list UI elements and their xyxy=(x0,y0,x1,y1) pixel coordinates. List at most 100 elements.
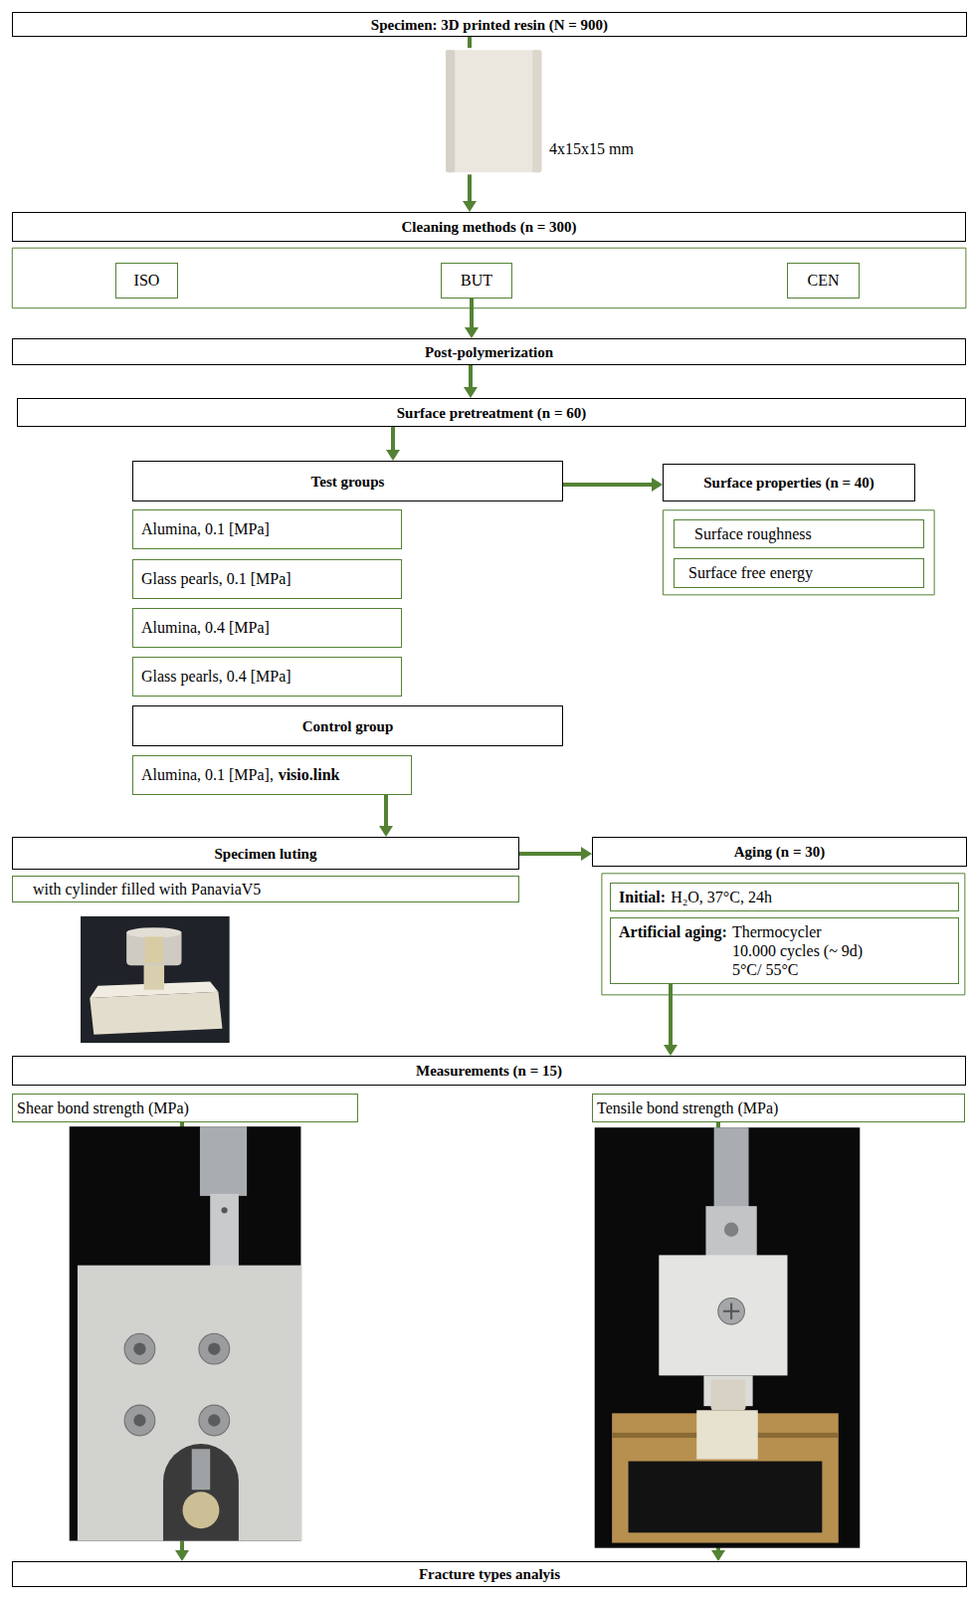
arrow-shaft xyxy=(468,365,473,388)
condition-box: Initial:H₂O, 37°C, 24h xyxy=(609,882,960,912)
flow-arrow xyxy=(519,846,592,861)
jig-window xyxy=(163,1443,239,1541)
load-rod xyxy=(714,1127,750,1209)
header-box: Control group xyxy=(132,705,564,747)
step-box: Surface roughness xyxy=(673,519,925,549)
step-box: Surface free energy xyxy=(673,558,925,588)
screw-head xyxy=(207,1413,220,1426)
bonded-specimen xyxy=(696,1409,759,1459)
box-text: Aging (n = 30) xyxy=(734,842,825,861)
screw-slot xyxy=(730,1303,733,1320)
blade-hole xyxy=(220,1206,227,1213)
step-box: Alumina, 0.4 [MPa] xyxy=(132,607,402,648)
box-text: Measurements (n = 15) xyxy=(415,1061,563,1080)
specimen-block xyxy=(445,49,542,173)
step-box: Alumina, 0.1 [MPa],visio.link xyxy=(132,755,412,795)
arrow-head xyxy=(463,387,478,398)
screw xyxy=(124,1404,156,1436)
specimen-shade xyxy=(445,49,455,173)
arrow-head xyxy=(175,1550,190,1561)
arrow-shaft xyxy=(668,983,673,1046)
arrow-shaft xyxy=(390,426,395,451)
box-text: Glass pearls, 0.1 [MPa] xyxy=(141,569,292,588)
tensile-jig xyxy=(658,1254,787,1375)
screw xyxy=(124,1333,156,1364)
box-text: Surface pretreatment (n = 60) xyxy=(396,403,586,422)
header-box: Specimen: 3D printed resin (N = 900) xyxy=(11,11,968,37)
box-text: CEN xyxy=(807,270,840,290)
pivot-block xyxy=(705,1205,757,1257)
luting-photo xyxy=(80,916,230,1043)
screw-head xyxy=(207,1343,220,1356)
box-text: Control group xyxy=(302,717,394,736)
tensile-photo xyxy=(594,1127,861,1549)
box-text: Surface properties (n = 40) xyxy=(703,473,875,492)
box-text: 5°C/ 55°C xyxy=(732,960,863,979)
screw xyxy=(198,1404,230,1436)
group-band xyxy=(601,873,966,995)
step-box: with cylinder filled with PanaviaV5 xyxy=(11,875,520,903)
box-text: Surface roughness xyxy=(694,524,812,544)
step-box: Glass pearls, 0.4 [MPa] xyxy=(132,656,402,697)
header-box: Surface pretreatment (n = 60) xyxy=(16,397,967,427)
box-text: Specimen: 3D printed resin (N = 900) xyxy=(371,15,608,34)
specimen-base xyxy=(89,991,222,1035)
box-text: Surface free energy xyxy=(688,563,813,582)
header-box: Cleaning methods (n = 300) xyxy=(11,211,967,242)
arrow-shaft xyxy=(384,794,388,827)
flow-arrow xyxy=(386,426,400,461)
header-box: Specimen luting xyxy=(11,836,520,870)
arrow-head xyxy=(379,825,393,837)
shear-jig xyxy=(77,1265,303,1542)
arrow-shaft xyxy=(563,482,653,487)
box-text: Tensile bond strength (MPa) xyxy=(596,1098,778,1118)
box-text: Shear bond strength (MPa) xyxy=(16,1098,190,1118)
screw xyxy=(718,1297,746,1325)
step-box: Glass pearls, 0.1 [MPa] xyxy=(132,559,402,599)
method-box: BUT xyxy=(440,262,513,299)
arrow-shaft xyxy=(469,298,474,329)
arrow-head xyxy=(464,327,479,339)
header-box: Surface properties (n = 40) xyxy=(662,463,916,502)
screw-head xyxy=(133,1413,146,1426)
box-text: Post-polymerization xyxy=(424,343,554,362)
arrow-head xyxy=(663,1044,678,1056)
specimen-block xyxy=(442,47,546,175)
cylinder xyxy=(711,1378,747,1410)
box-text: Artificial aging: xyxy=(618,922,728,942)
box-text: Fracture types analyis xyxy=(418,1564,561,1583)
method-box: ISO xyxy=(115,262,179,299)
box-text: ISO xyxy=(134,270,161,290)
arrow-head xyxy=(651,477,663,492)
bonded-specimen xyxy=(183,1491,220,1529)
flow-arrow xyxy=(464,298,479,339)
box-text: Cleaning methods (n = 300) xyxy=(400,217,577,236)
header-box: Fracture types analyis xyxy=(11,1560,968,1587)
step-box: Tensile bond strength (MPa) xyxy=(591,1093,966,1123)
arrow-head xyxy=(581,846,592,861)
group-band xyxy=(11,247,967,309)
method-box: CEN xyxy=(786,262,860,299)
box-text: Alumina, 0.4 [MPa] xyxy=(141,617,270,637)
arrow-head xyxy=(462,200,477,212)
cylinder-top xyxy=(126,927,182,938)
box-text: with cylinder filled with PanaviaV5 xyxy=(32,879,261,899)
screw xyxy=(198,1333,230,1364)
shear-blade xyxy=(192,1448,210,1490)
box-text: 10.000 cycles (~ 9d) xyxy=(732,941,863,961)
step-box: Shear bond strength (MPa) xyxy=(11,1093,359,1123)
group-band xyxy=(662,510,935,595)
box-text: Test groups xyxy=(311,472,386,491)
box-text: Initial: xyxy=(618,887,666,907)
dimension-label: 4x15x15 mm xyxy=(549,140,634,159)
pivot-pin xyxy=(724,1222,739,1237)
load-blade xyxy=(209,1193,239,1268)
specimen-shade xyxy=(532,49,542,173)
flow-arrow xyxy=(463,365,478,398)
load-rod xyxy=(199,1126,247,1196)
step-box: Alumina, 0.1 [MPa] xyxy=(132,509,402,550)
screw-head xyxy=(133,1343,146,1356)
header-box: Measurements (n = 15) xyxy=(11,1055,967,1086)
frame-opening xyxy=(628,1461,823,1534)
